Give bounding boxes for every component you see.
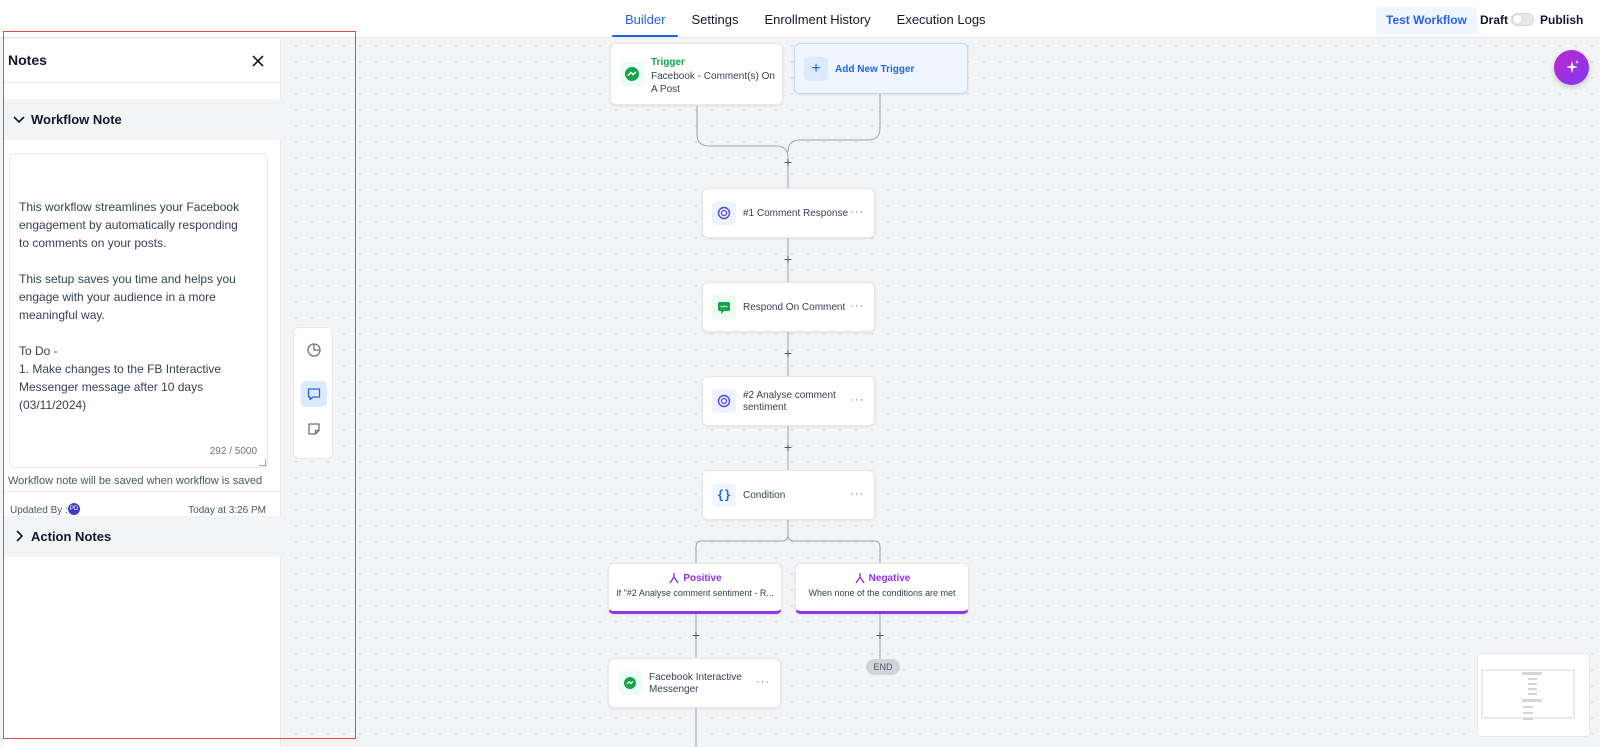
- save-hint: Workflow note will be saved when workflo…: [8, 475, 263, 487]
- more-options-icon[interactable]: ···: [850, 206, 864, 218]
- publish-toggle[interactable]: [1511, 13, 1534, 26]
- chevron-down-icon: [13, 116, 25, 124]
- condition-braces-icon: {}: [712, 483, 736, 507]
- test-workflow-button[interactable]: Test Workflow: [1376, 7, 1477, 34]
- action-title: Condition: [743, 490, 786, 501]
- trigger-title: Facebook - Comment(s) On A Post: [651, 71, 775, 95]
- ai-assistant-sparkle-button[interactable]: [1554, 50, 1589, 85]
- action-node-fb-interactive-messenger[interactable]: Facebook Interactive Messenger ···: [608, 658, 781, 708]
- tab-builder[interactable]: Builder: [612, 0, 679, 38]
- notes-title: Notes: [8, 52, 47, 68]
- action-notes-label: Action Notes: [31, 529, 112, 544]
- minimap-preview: [1481, 669, 1575, 720]
- header-tabs: Builder Settings Enrollment History Exec…: [612, 0, 999, 38]
- comment-icon: [712, 295, 736, 319]
- more-options-icon[interactable]: ···: [850, 300, 864, 312]
- add-new-trigger-button[interactable]: + Add New Trigger: [794, 43, 968, 94]
- workflow-note-text: This workflow streamlines your Facebook …: [19, 200, 240, 412]
- tab-enrollment-history[interactable]: Enrollment History: [764, 12, 871, 27]
- sticky-note-button[interactable]: [301, 416, 327, 442]
- action-node-respond-on-comment[interactable]: Respond On Comment ···: [702, 282, 875, 332]
- end-marker: END: [866, 659, 900, 675]
- trigger-kind: Trigger: [651, 57, 685, 68]
- more-options-icon[interactable]: ···: [756, 676, 770, 688]
- more-options-icon[interactable]: ···: [850, 394, 864, 406]
- minimap[interactable]: [1477, 653, 1590, 737]
- draft-label: Draft: [1480, 13, 1509, 27]
- stats-button[interactable]: [301, 337, 327, 363]
- add-step-plus[interactable]: +: [875, 627, 885, 643]
- connector-lines: [695, 93, 881, 747]
- publish-label: Publish: [1540, 13, 1584, 27]
- workflow-note-textarea[interactable]: This workflow streamlines your Facebook …: [9, 153, 268, 468]
- notes-button[interactable]: [301, 381, 327, 407]
- sparkle-icon: [1566, 60, 1579, 73]
- branch-icon: [669, 573, 679, 584]
- close-icon[interactable]: [250, 53, 266, 69]
- action-title: #1 Comment Response: [743, 208, 849, 219]
- openai-icon: [712, 201, 736, 225]
- branch-description: If "#2 Analyse comment sentiment - R...: [616, 588, 774, 598]
- top-bar: Builder Settings Enrollment History Exec…: [0, 0, 1600, 38]
- pie-chart-icon: [307, 343, 321, 357]
- avatar: PD: [68, 503, 80, 515]
- divider: [4, 491, 281, 492]
- character-count: 292 / 5000: [209, 446, 257, 457]
- action-title: Respond On Comment: [743, 302, 846, 313]
- branch-negative[interactable]: Negative When none of the conditions are…: [795, 563, 969, 614]
- notes-header: Notes: [4, 39, 280, 83]
- add-step-plus[interactable]: +: [783, 154, 793, 170]
- branch-name: Negative: [868, 572, 911, 584]
- facebook-messenger-icon: [620, 62, 644, 86]
- branch-name: Positive: [683, 572, 722, 584]
- action-notes-section-toggle[interactable]: Action Notes: [4, 516, 281, 557]
- add-step-plus[interactable]: +: [783, 439, 793, 455]
- action-title: Facebook Interactive Messenger: [649, 672, 742, 695]
- notes-panel: Notes Workflow Note This workflow stream…: [4, 39, 281, 747]
- action-title: #2 Analyse comment sentiment: [743, 390, 836, 413]
- workflow-note-section-toggle[interactable]: Workflow Note: [4, 99, 281, 140]
- more-options-icon[interactable]: ···: [850, 488, 864, 500]
- branch-description: When none of the conditions are met: [808, 588, 956, 598]
- add-step-plus[interactable]: +: [783, 251, 793, 267]
- tab-settings[interactable]: Settings: [691, 12, 739, 27]
- add-step-plus[interactable]: +: [783, 345, 793, 361]
- trigger-node[interactable]: Trigger Facebook - Comment(s) On A Post: [610, 43, 783, 105]
- tab-execution-logs[interactable]: Execution Logs: [896, 12, 986, 27]
- comment-icon: [307, 388, 321, 401]
- branch-positive[interactable]: Positive If "#2 Analyse comment sentimen…: [608, 563, 782, 614]
- action-node-analyse-sentiment[interactable]: #2 Analyse comment sentiment ···: [702, 376, 875, 426]
- add-step-plus[interactable]: +: [691, 627, 701, 643]
- resize-handle[interactable]: [259, 459, 266, 466]
- branch-icon: [855, 573, 865, 584]
- updated-by-label: Updated By :: [10, 505, 68, 516]
- plus-icon: +: [804, 57, 828, 81]
- chevron-right-icon: [16, 530, 24, 542]
- action-node-comment-response[interactable]: #1 Comment Response ···: [702, 188, 875, 238]
- workflow-note-label: Workflow Note: [31, 112, 122, 127]
- facebook-messenger-icon: [618, 671, 642, 695]
- sticky-note-icon: [308, 423, 320, 435]
- updated-timestamp: Today at 3:26 PM: [188, 505, 266, 516]
- side-mini-toolbar: [293, 327, 333, 459]
- condition-node[interactable]: {} Condition ···: [702, 470, 875, 520]
- add-new-trigger-label: Add New Trigger: [835, 64, 915, 75]
- openai-icon: [712, 389, 736, 413]
